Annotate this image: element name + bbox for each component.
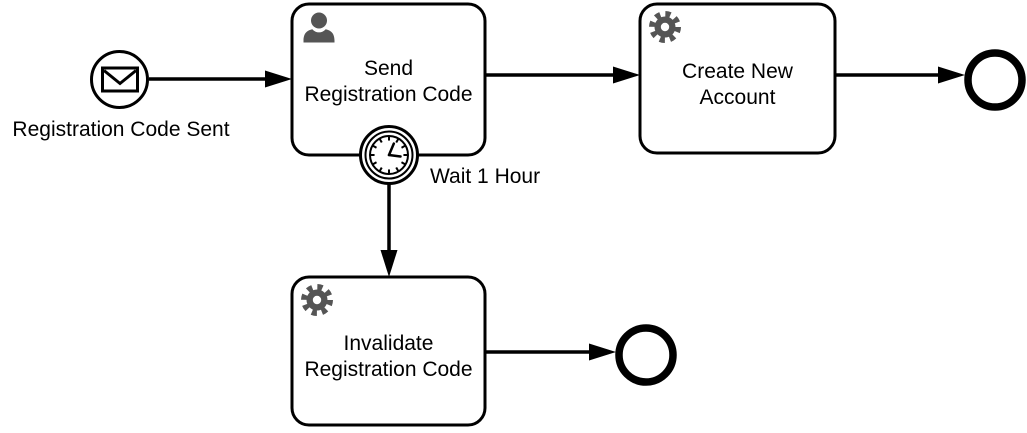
end-event-invalidate[interactable] (615, 324, 677, 386)
clock-icon (369, 135, 409, 175)
arrowhead-icon (380, 250, 398, 277)
timer-inner-circle (364, 130, 414, 180)
task-create-new-account[interactable]: Create New Account (638, 2, 837, 155)
arrowhead-icon (613, 66, 640, 84)
flow-create-to-end[interactable] (835, 66, 965, 84)
task-label-line: Account (700, 86, 776, 109)
end-event-circle[interactable] (615, 324, 677, 386)
task-invalidate-registration-code[interactable]: Invalidate Registration Code (290, 275, 487, 427)
envelope-icon (101, 66, 139, 93)
task-label-line: Invalidate (344, 332, 434, 355)
start-event-label: Registration Code Sent (12, 118, 229, 141)
task-shape[interactable] (290, 275, 487, 427)
flow-start-to-send[interactable] (149, 70, 292, 88)
start-event[interactable] (90, 50, 149, 109)
arrowhead-icon (589, 343, 616, 361)
boundary-timer-event[interactable] (359, 125, 419, 185)
task-label-line: Registration Code (304, 358, 472, 381)
arrowhead-icon (938, 66, 965, 84)
end-event-circle[interactable] (964, 49, 1026, 111)
arrowhead-icon (265, 70, 292, 88)
task-label-line: Create New (682, 60, 794, 83)
end-event-main[interactable] (964, 49, 1026, 111)
task-shape[interactable] (638, 2, 837, 155)
flow-send-to-create[interactable] (485, 66, 640, 84)
flow-timer-to-invalidate[interactable] (380, 184, 398, 277)
start-event-circle[interactable] (90, 50, 149, 109)
timer-label: Wait 1 Hour (430, 165, 540, 188)
task-label-line: Send (364, 57, 413, 80)
user-icon (303, 12, 335, 43)
task-label-line: Registration Code (304, 83, 472, 106)
flow-invalidate-to-end[interactable] (485, 343, 616, 361)
